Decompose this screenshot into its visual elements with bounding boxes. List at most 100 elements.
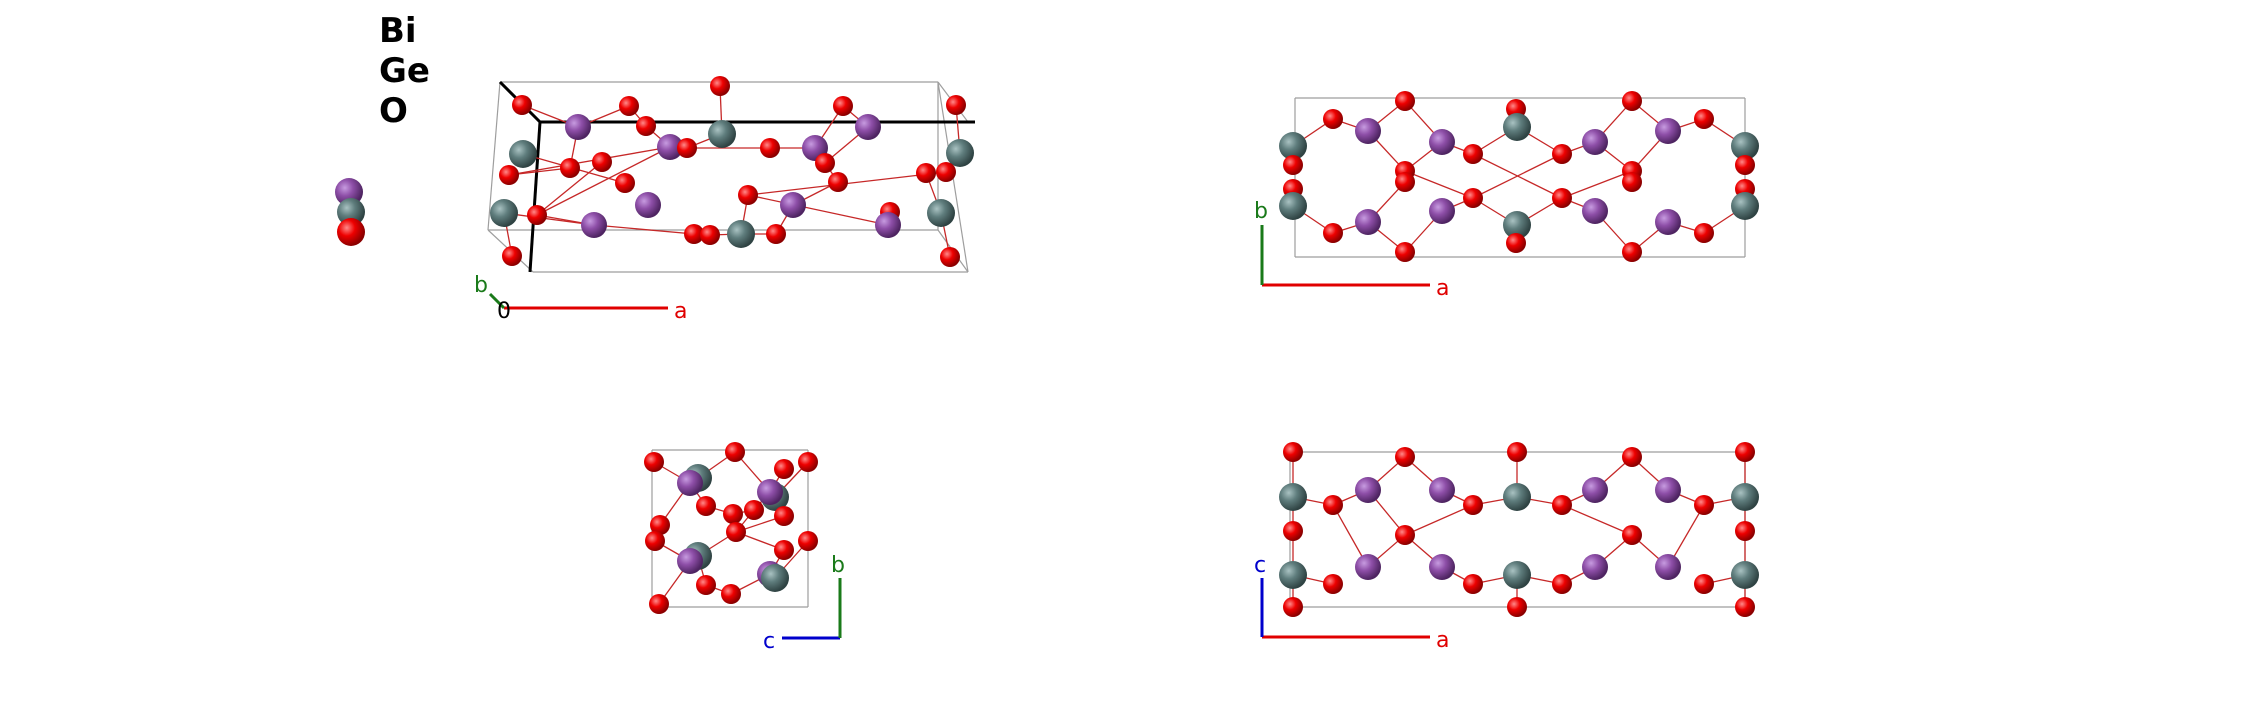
bi-atom [1355, 118, 1381, 144]
o-atom [1283, 597, 1303, 617]
bond [503, 212, 595, 226]
bi-atom [855, 114, 881, 140]
axes-ac: c a [1254, 553, 1449, 653]
legend-ge-atom [337, 198, 365, 226]
axes-perspective: b 0 a [474, 273, 687, 324]
bond [1404, 170, 1474, 199]
o-atom [946, 95, 966, 115]
axis-a-label: a [1436, 628, 1449, 653]
ge-atom [1503, 211, 1531, 239]
axis-b-label: b [1254, 199, 1268, 224]
element-legend: Bi Ge O [335, 11, 430, 246]
ge-atom [946, 139, 974, 167]
atoms [1279, 442, 1759, 617]
ge-atom [509, 140, 537, 168]
o-atom [1395, 447, 1415, 467]
legend-label-ge: Ge [379, 51, 430, 91]
o-atom [619, 96, 639, 116]
o-atom [916, 163, 936, 183]
o-atom [684, 224, 704, 244]
o-atom [833, 96, 853, 116]
o-atom [1463, 574, 1483, 594]
atoms [1279, 91, 1759, 262]
o-atom [1395, 172, 1415, 192]
bi-atom [1355, 477, 1381, 503]
bi-atom [677, 548, 703, 574]
legend-label-o: O [379, 91, 408, 131]
o-atom [1463, 188, 1483, 208]
o-atom [1395, 525, 1415, 545]
bi-atom [635, 192, 661, 218]
view-ab-projection [1279, 91, 1759, 262]
ge-atom [927, 199, 955, 227]
legend-o-atom [337, 218, 365, 246]
o-atom [1283, 521, 1303, 541]
o-atom [1622, 447, 1642, 467]
bi-atom [1429, 477, 1455, 503]
ge-atom [1503, 483, 1531, 511]
bi-atom [1429, 554, 1455, 580]
o-atom [1622, 91, 1642, 111]
legend-atom-stack [335, 178, 365, 246]
bi-atom [1655, 477, 1681, 503]
o-atom [1694, 109, 1714, 129]
view-cb-projection [644, 442, 818, 614]
o-atom [1735, 597, 1755, 617]
o-atom [1694, 495, 1714, 515]
o-atom [502, 246, 522, 266]
o-atom [1735, 442, 1755, 462]
ge-atom [1503, 113, 1531, 141]
o-atom [1694, 223, 1714, 243]
ge-atom [1279, 132, 1307, 160]
o-atom [1395, 242, 1415, 262]
ge-atom [761, 564, 789, 592]
axis-b-label: b [474, 273, 488, 298]
bond [593, 224, 695, 235]
o-atom [798, 531, 818, 551]
o-atom [1323, 495, 1343, 515]
o-atom [1552, 144, 1572, 164]
atoms [490, 76, 974, 267]
o-atom [936, 162, 956, 182]
bi-atom [757, 479, 783, 505]
o-atom [710, 76, 730, 96]
o-atom [700, 225, 720, 245]
cell-axis-edge [528, 121, 542, 273]
o-atom [1323, 574, 1343, 594]
o-atom [1323, 109, 1343, 129]
o-atom [677, 138, 697, 158]
o-atom [1622, 525, 1642, 545]
atoms [644, 442, 818, 614]
o-atom [1735, 155, 1755, 175]
bi-atom [1355, 209, 1381, 235]
o-atom [1694, 574, 1714, 594]
bi-atom [780, 192, 806, 218]
bi-atom [1582, 477, 1608, 503]
ge-atom [727, 220, 755, 248]
o-atom [696, 496, 716, 516]
o-atom [726, 522, 746, 542]
o-atom [725, 442, 745, 462]
bond [1404, 504, 1474, 536]
axis-c-label: c [1254, 553, 1266, 578]
o-atom [760, 138, 780, 158]
ge-atom [708, 120, 736, 148]
bi-atom [1655, 554, 1681, 580]
axes-cb: c b [763, 553, 845, 654]
bond [747, 194, 889, 226]
o-atom [649, 594, 669, 614]
o-atom [1395, 91, 1415, 111]
o-atom [940, 247, 960, 267]
o-atom [774, 540, 794, 560]
axis-a-label: a [674, 299, 687, 324]
bi-atom [677, 470, 703, 496]
bi-atom [1429, 129, 1455, 155]
o-atom [1283, 155, 1303, 175]
o-atom [636, 116, 656, 136]
bi-atom [657, 134, 683, 160]
o-atom [592, 152, 612, 172]
bond [1472, 153, 1563, 199]
view-ac-projection [1279, 442, 1759, 617]
ge-atom [1503, 561, 1531, 589]
bond [536, 161, 603, 216]
